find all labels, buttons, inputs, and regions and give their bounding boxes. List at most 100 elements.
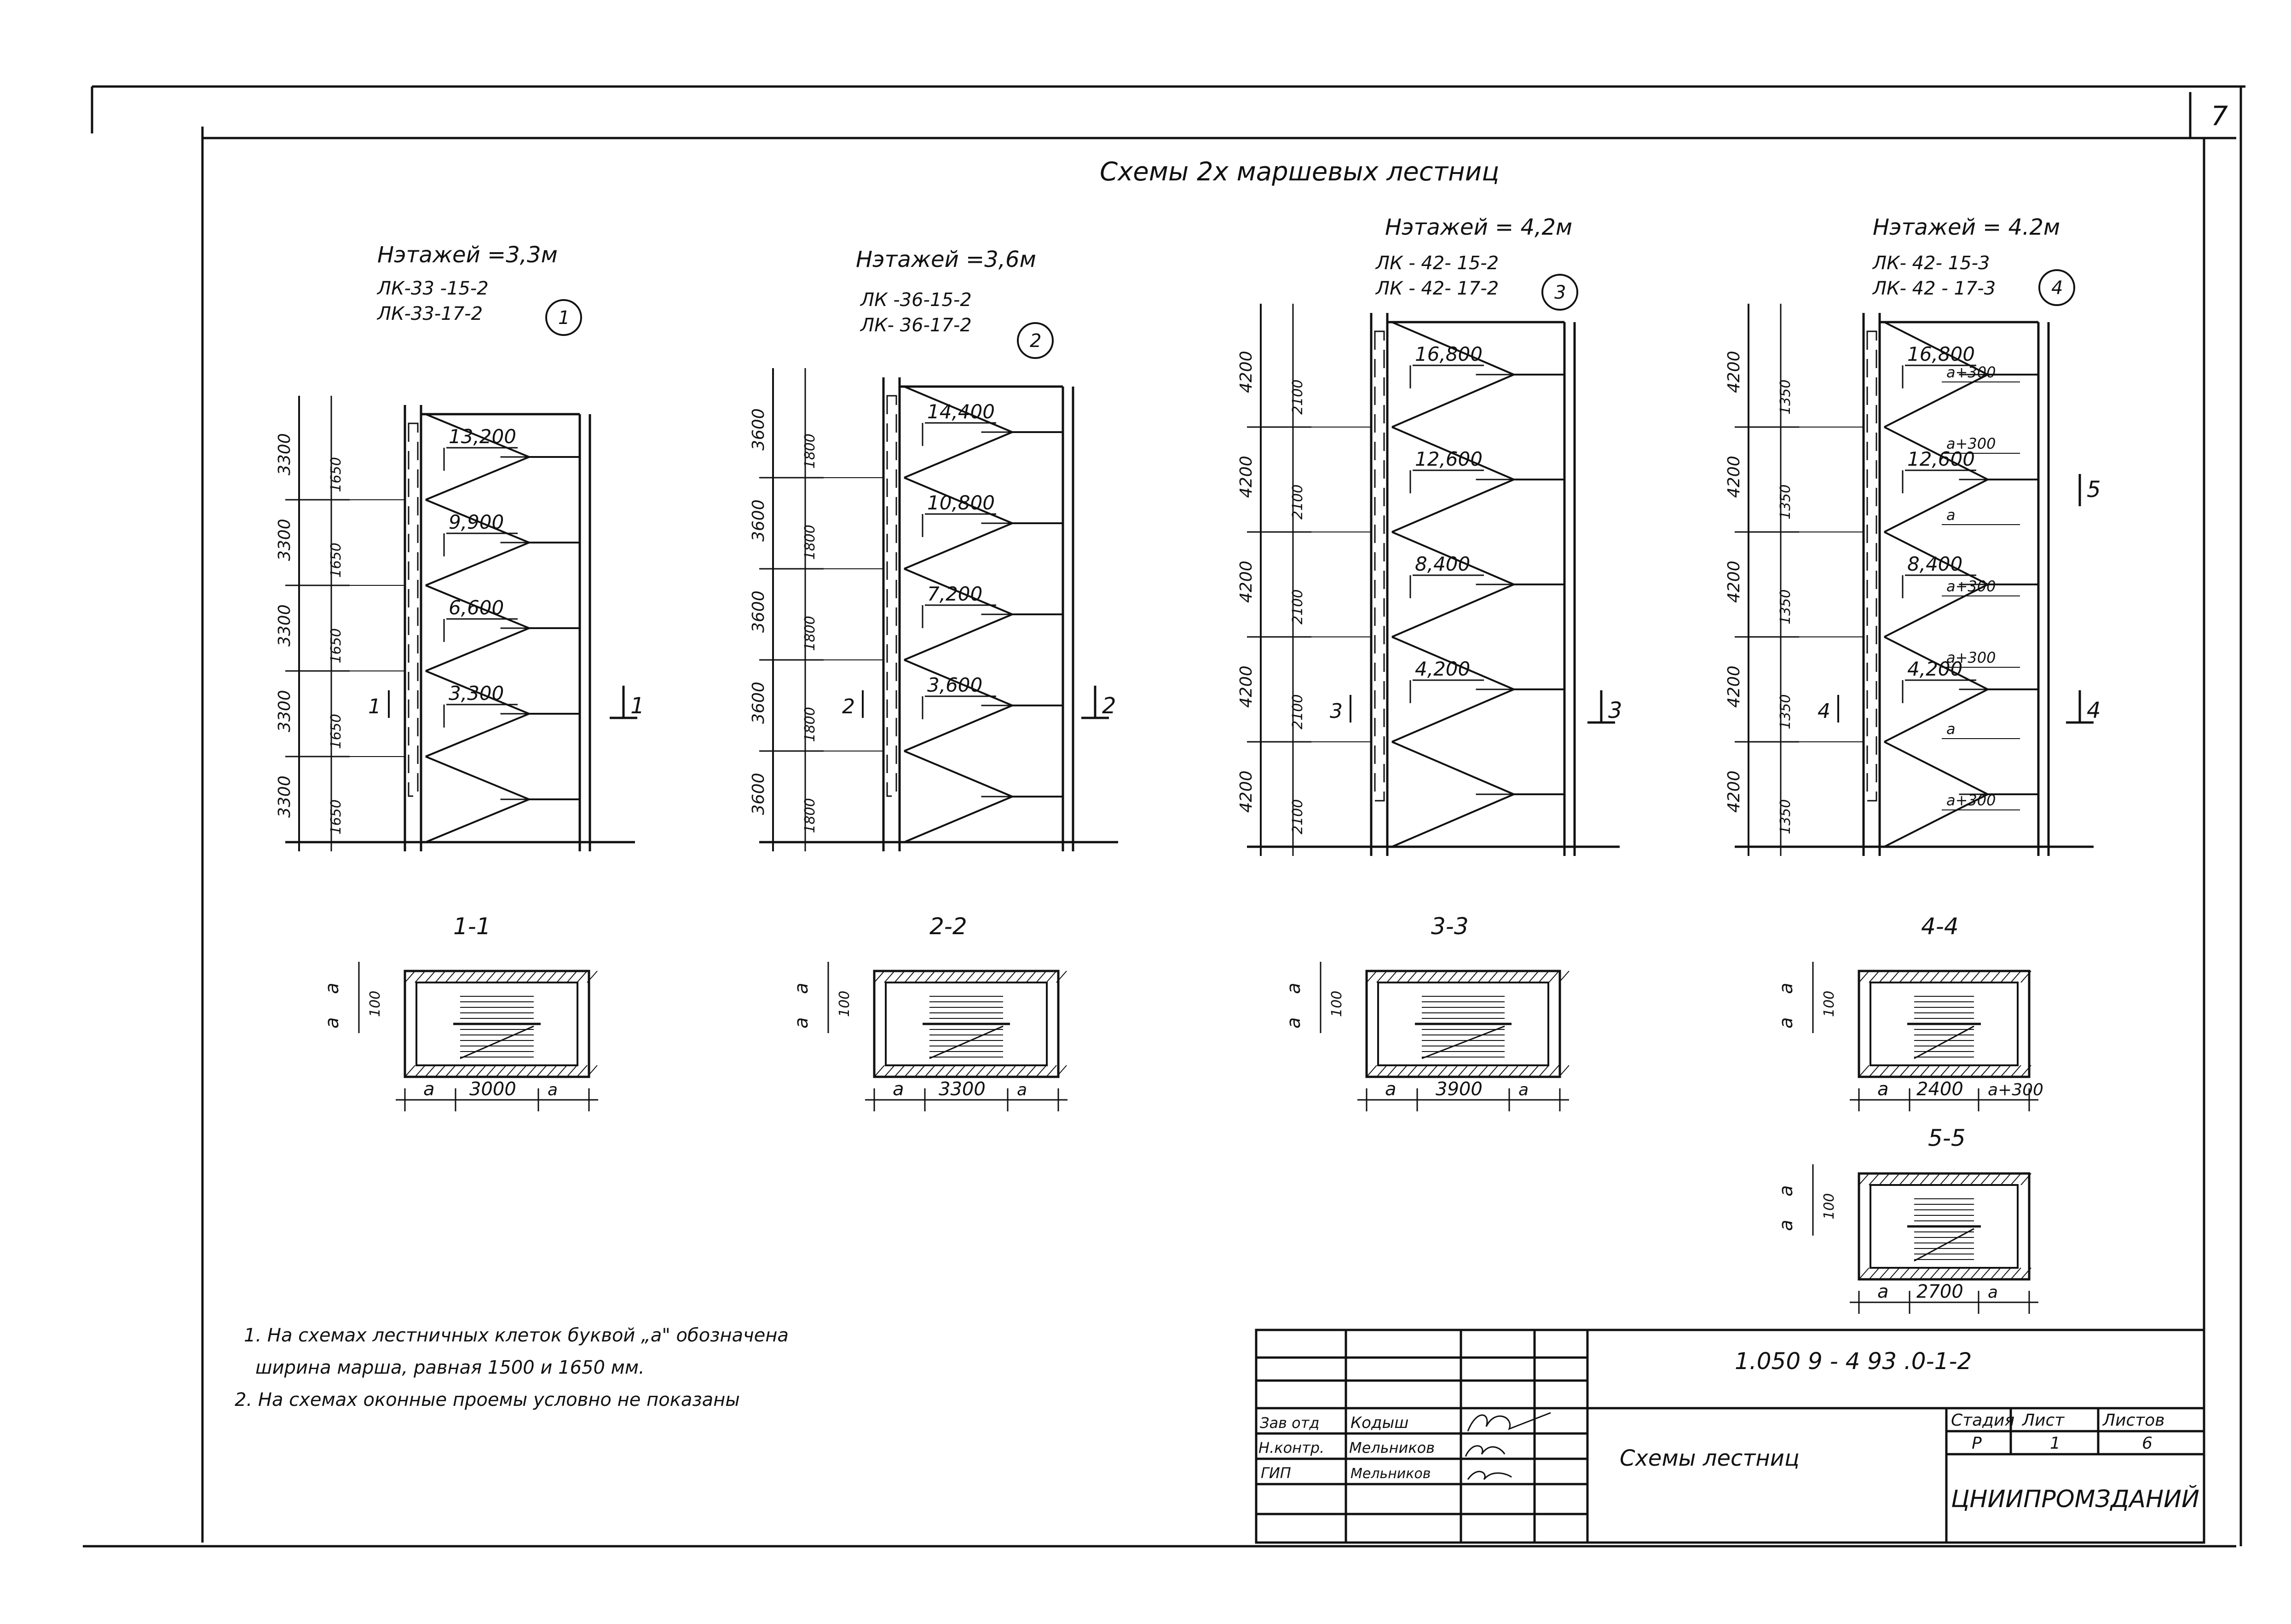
stair-code-label: ЛК - 42- 15-2 xyxy=(1375,253,1499,274)
level-mark: 16,800 xyxy=(1415,343,1483,365)
wall-hatch xyxy=(1417,971,1428,983)
stair-flight xyxy=(1391,584,1514,638)
level-mark: 3,600 xyxy=(927,674,982,696)
wall-hatch xyxy=(1950,1065,1961,1077)
flight-dimension: 1650 xyxy=(328,543,344,578)
storey-dimension: 4200 xyxy=(1725,665,1743,708)
storey-dimension: 4200 xyxy=(1237,770,1256,813)
plan-side-dimension: a xyxy=(1283,982,1304,994)
storey-dimension: 3600 xyxy=(749,773,768,815)
cut-label: 4 xyxy=(2087,698,2101,723)
stair-direction xyxy=(1914,1228,1974,1262)
wall-hatch xyxy=(1477,1065,1489,1077)
plan-side-dimension: a xyxy=(322,982,343,994)
storey-dimension: 4200 xyxy=(1725,561,1743,603)
wall-hatch xyxy=(2020,1173,2031,1185)
signatures xyxy=(1465,1412,1551,1480)
level-mark: 13,200 xyxy=(449,425,516,448)
wall-hatch xyxy=(435,1065,446,1077)
cut-label: 3 xyxy=(1608,698,1622,723)
level-mark: 14,400 xyxy=(927,400,995,423)
wall-hatch xyxy=(516,1065,527,1077)
flight-dimension: 1650 xyxy=(328,799,344,834)
sheet-name: Схемы лестниц xyxy=(1620,1445,1800,1471)
wall-hatch xyxy=(1990,1173,2001,1185)
stair-flight xyxy=(425,456,530,501)
wall-hatch xyxy=(1036,1065,1047,1077)
wall-hatch xyxy=(1036,971,1047,983)
wall-hatch xyxy=(1889,1173,1900,1185)
wall-hatch xyxy=(1407,1065,1418,1077)
stair-flight xyxy=(1391,374,1514,428)
wall-hatch xyxy=(1508,1065,1519,1077)
note-line-1: 1. На схемах лестничных клеток буквой „а… xyxy=(244,1325,789,1346)
wall-hatch xyxy=(1960,1065,1971,1077)
landing-note: a xyxy=(1946,506,1956,524)
wall-hatch xyxy=(1919,971,1930,983)
wall-hatch xyxy=(1909,1173,1920,1185)
wall-hatch xyxy=(577,971,588,983)
wall-hatch xyxy=(1879,1173,1890,1185)
wall-hatch xyxy=(1386,1065,1397,1077)
stair-flight xyxy=(425,627,530,672)
stair-flight xyxy=(904,477,1013,524)
wall-hatch xyxy=(536,971,547,983)
wall-hatch xyxy=(536,1065,547,1077)
wall-hatch xyxy=(1990,1267,2001,1280)
wall-hatch xyxy=(1919,1267,1930,1280)
plan-dimension: a xyxy=(423,1079,435,1100)
wall-hatch xyxy=(455,971,466,983)
plan-side-dimension: 100 xyxy=(1329,991,1345,1017)
landing-note: a+300 xyxy=(1946,792,1996,809)
wall-hatch xyxy=(1858,1267,1870,1280)
wall-hatch xyxy=(975,971,986,983)
wall-hatch xyxy=(1909,971,1920,983)
plan-outer-wall xyxy=(1365,970,1561,1078)
wall-hatch xyxy=(1858,1065,1870,1077)
plan-side-dimension: a xyxy=(322,1017,343,1029)
wall-hatch xyxy=(1548,1065,1559,1077)
wall-hatch xyxy=(1939,1173,1951,1185)
wall-hatch xyxy=(1366,971,1377,983)
storey-dimension: 4200 xyxy=(1237,665,1256,708)
wall-hatch xyxy=(1457,1065,1468,1077)
wall-hatch xyxy=(1528,1065,1539,1077)
wall-hatch xyxy=(914,1065,925,1077)
wall-hatch xyxy=(955,971,966,983)
stair-code-label: ЛК-33-17-2 xyxy=(376,303,483,324)
wall-hatch xyxy=(1929,971,1940,983)
plan-dimension: a xyxy=(1017,1081,1027,1099)
stair-flight xyxy=(1391,531,1514,585)
plan-inner-wall xyxy=(415,982,578,1066)
wall-hatch xyxy=(955,1065,966,1077)
stair-direction xyxy=(929,1025,1004,1059)
level-mark: 3,300 xyxy=(449,682,504,705)
storey-dimension: 3300 xyxy=(275,519,294,561)
wall-hatch xyxy=(995,971,1006,983)
flight-dimension: 1800 xyxy=(802,433,818,468)
landing-note: a+300 xyxy=(1946,649,1996,666)
wall-hatch xyxy=(546,1065,557,1077)
plan-dimension: 3000 xyxy=(469,1079,516,1100)
wall-hatch xyxy=(1879,1065,1890,1077)
flight-dimension: 2100 xyxy=(1290,694,1306,729)
plan-dimension: a xyxy=(548,1081,558,1099)
wall-hatch xyxy=(587,1065,598,1077)
stair-flight xyxy=(425,584,530,629)
sheets-value: 6 xyxy=(2142,1434,2153,1453)
wall-hatch xyxy=(2000,1267,2011,1280)
level-mark: 7,200 xyxy=(927,583,982,605)
stair-code-label: ЛК -36-15-2 xyxy=(860,289,972,311)
storey-dimension: 3600 xyxy=(749,590,768,633)
wall-hatch xyxy=(1990,1065,2001,1077)
wall-hatch xyxy=(1909,1267,1920,1280)
flight-dimension: 1800 xyxy=(802,707,818,742)
landing-note: a xyxy=(1946,720,1956,738)
wall-hatch xyxy=(874,1065,885,1077)
stair-flight xyxy=(904,705,1013,752)
storey-dimension: 4200 xyxy=(1725,770,1743,813)
stair-flight xyxy=(425,756,530,800)
